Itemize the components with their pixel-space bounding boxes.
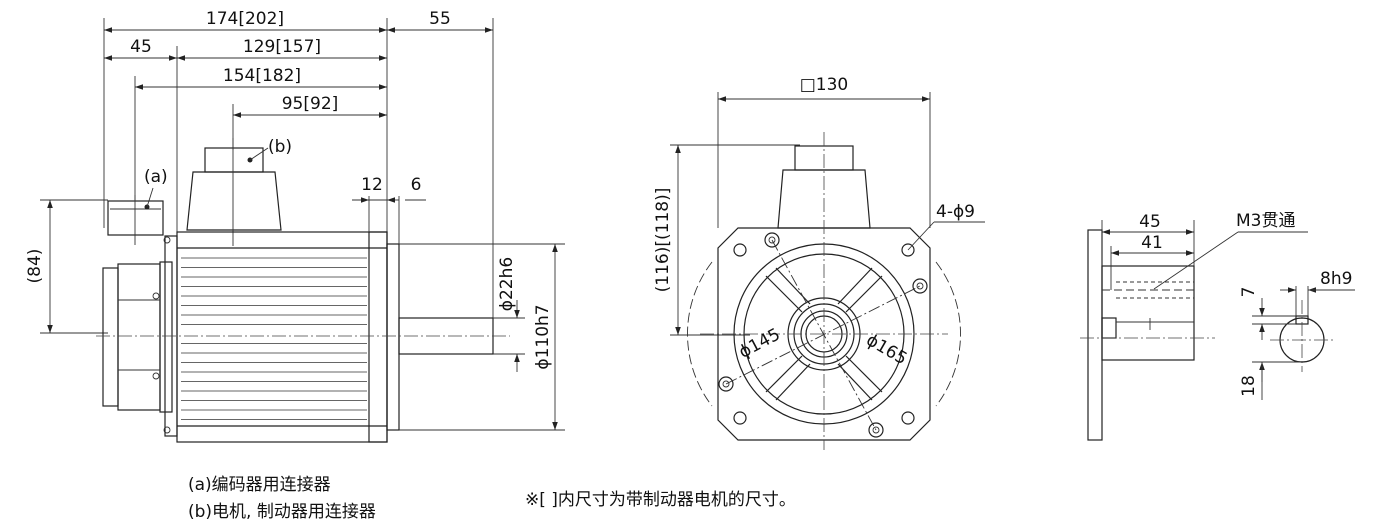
side-view: 174[202] 55 45 129[157] 154[182] 95[92] … [25,9,565,443]
footnote: ※[ ]内尺寸为带制动器电机的尺寸。 [525,490,796,510]
dim-pcd-inner: ϕ145 [736,325,784,363]
front-view: □130 (116)[(118)] [653,75,985,450]
dim-body-length: 129[157] [243,37,321,57]
dim-connector-a-pos: 154[182] [223,66,301,86]
dim-tapped-hole: M3贯通 [1236,211,1295,231]
encoder-housing [102,235,178,437]
dim-encoder-offset: 45 [130,37,152,57]
front-flange [717,227,931,441]
dim-front-height: (116)[(118)] [653,188,673,293]
dim-detail-45: 45 [1139,212,1161,232]
dim-shaft-length: 55 [429,9,451,29]
dim-key-depth: 7 [1239,287,1259,298]
legend-connector-a: (a)编码器用连接器 [188,475,331,495]
connector-b [186,138,282,246]
front-spokes [765,267,883,401]
legend-connector-b: (b)电机, 制动器用连接器 [188,502,376,522]
dim-flange-square: □130 [800,75,849,95]
shaft-detail: 45 41 M3贯通 8h9 7 18 [1080,211,1355,441]
dim-spigot-diameter: ϕ110h7 [533,304,553,369]
dim-spigot-depth: 6 [411,175,422,195]
dim-key-width: 8h9 [1320,269,1352,289]
callout-b: (b) [268,137,292,157]
dim-mount-holes: 4-ϕ9 [936,202,975,222]
dim-connector-height: (84) [25,249,45,284]
dim-detail-41: 41 [1141,233,1163,253]
dim-pcd-outer: ϕ165 [863,330,911,369]
dim-total-length: 174[202] [206,9,284,29]
callout-a: (a) [144,167,168,187]
dim-connector-b-pos: 95[92] [282,94,339,114]
mount-holes [718,232,928,438]
dim-shaft-diameter: ϕ22h6 [497,257,517,311]
connector-a [107,195,164,245]
dim-key-height: 18 [1239,375,1259,397]
motor-body [176,231,400,443]
dim-flange-thickness: 12 [361,175,383,195]
